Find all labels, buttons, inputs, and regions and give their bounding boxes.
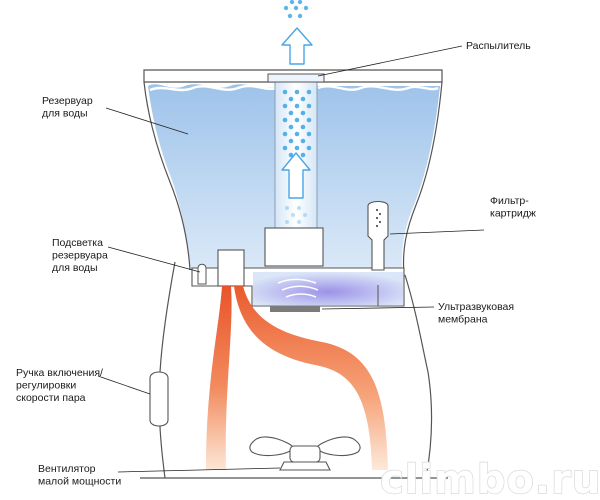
mist-dot [306, 103, 312, 109]
mist-dot [282, 117, 288, 123]
mist-dot [294, 131, 300, 137]
housing-right-wall [404, 274, 433, 479]
housing-left-wall [158, 261, 176, 479]
leader-lines [97, 45, 485, 473]
mist-dot [297, 13, 303, 19]
tray-water [253, 272, 403, 305]
leader-backlight [107, 246, 201, 273]
mist-spray-dots [283, 0, 309, 19]
mist-dot [282, 89, 288, 95]
warm-air-stream-right [234, 286, 388, 470]
mist-dot [300, 96, 306, 102]
mist-dot [294, 89, 300, 95]
mist-dot [283, 5, 289, 11]
mist-dot [288, 110, 294, 116]
label-fan: Вентилятор малой мощности [38, 463, 121, 488]
mist-dot [282, 131, 288, 137]
mist-dot [303, 213, 307, 217]
mist-dot [293, 5, 299, 11]
mist-dot [289, 0, 295, 5]
label-backlight: Подсветка резервуара для воды [52, 237, 111, 274]
filter-cartridge [367, 200, 389, 306]
nozzle-cap [267, 73, 325, 83]
mist-dot [303, 5, 309, 11]
mist-dot [297, 220, 301, 224]
mist-dot [288, 96, 294, 102]
mist-dot [297, 206, 301, 210]
up-arrow-icon [281, 27, 313, 65]
mist-dot [306, 145, 312, 151]
mist-dot [306, 117, 312, 123]
mist-dot [306, 89, 312, 95]
mist-dot [285, 220, 289, 224]
mist-dot [288, 138, 294, 144]
mist-column-dots [282, 89, 312, 224]
membrane-waves [277, 278, 319, 298]
label-filter: Фильтр- картридж [490, 195, 536, 220]
leader-reservoir [105, 107, 189, 135]
mist-dot [294, 117, 300, 123]
reservoir-left-wall [143, 81, 191, 271]
air-duct-block [217, 249, 245, 287]
mist-dot [300, 124, 306, 130]
leader-filter [389, 229, 485, 235]
label-knob: Ручка включения/ регулировки скорости па… [16, 367, 106, 404]
mist-dot [282, 103, 288, 109]
reservoir-right-wall [402, 81, 443, 276]
mist-dot [287, 13, 293, 19]
label-nozzle: Распылитель [466, 40, 531, 52]
mist-dot [285, 206, 289, 210]
leader-fan [117, 467, 281, 473]
label-membrane: Ультразвуковая мембрана [438, 301, 517, 326]
mist-dot [291, 213, 295, 217]
mist-dot [282, 145, 288, 151]
up-arrow-icon [281, 152, 311, 199]
mist-dot [288, 152, 294, 158]
watermark: climbo.ru [380, 457, 600, 500]
mist-dot [294, 103, 300, 109]
warm-air-flow [206, 286, 388, 470]
mist-dot [306, 131, 312, 137]
leader-knob [97, 375, 151, 395]
column-base-block [264, 227, 324, 267]
leader-membrane [321, 306, 435, 310]
backlight-lamp [197, 263, 207, 285]
mist-dot [300, 138, 306, 144]
warm-air-stream-left [206, 286, 232, 470]
ultrasonic-membrane [270, 306, 320, 312]
fan-icon [249, 436, 361, 471]
label-reservoir: Резервуар для воды [42, 95, 96, 120]
mist-dot [300, 152, 306, 158]
mist-dot [297, 0, 303, 5]
knob-icon [149, 371, 169, 427]
mist-dot [300, 110, 306, 116]
water-surface-waves [149, 84, 439, 92]
leader-nozzle [317, 45, 463, 77]
mist-dot [294, 145, 300, 151]
mist-dot [288, 124, 294, 130]
